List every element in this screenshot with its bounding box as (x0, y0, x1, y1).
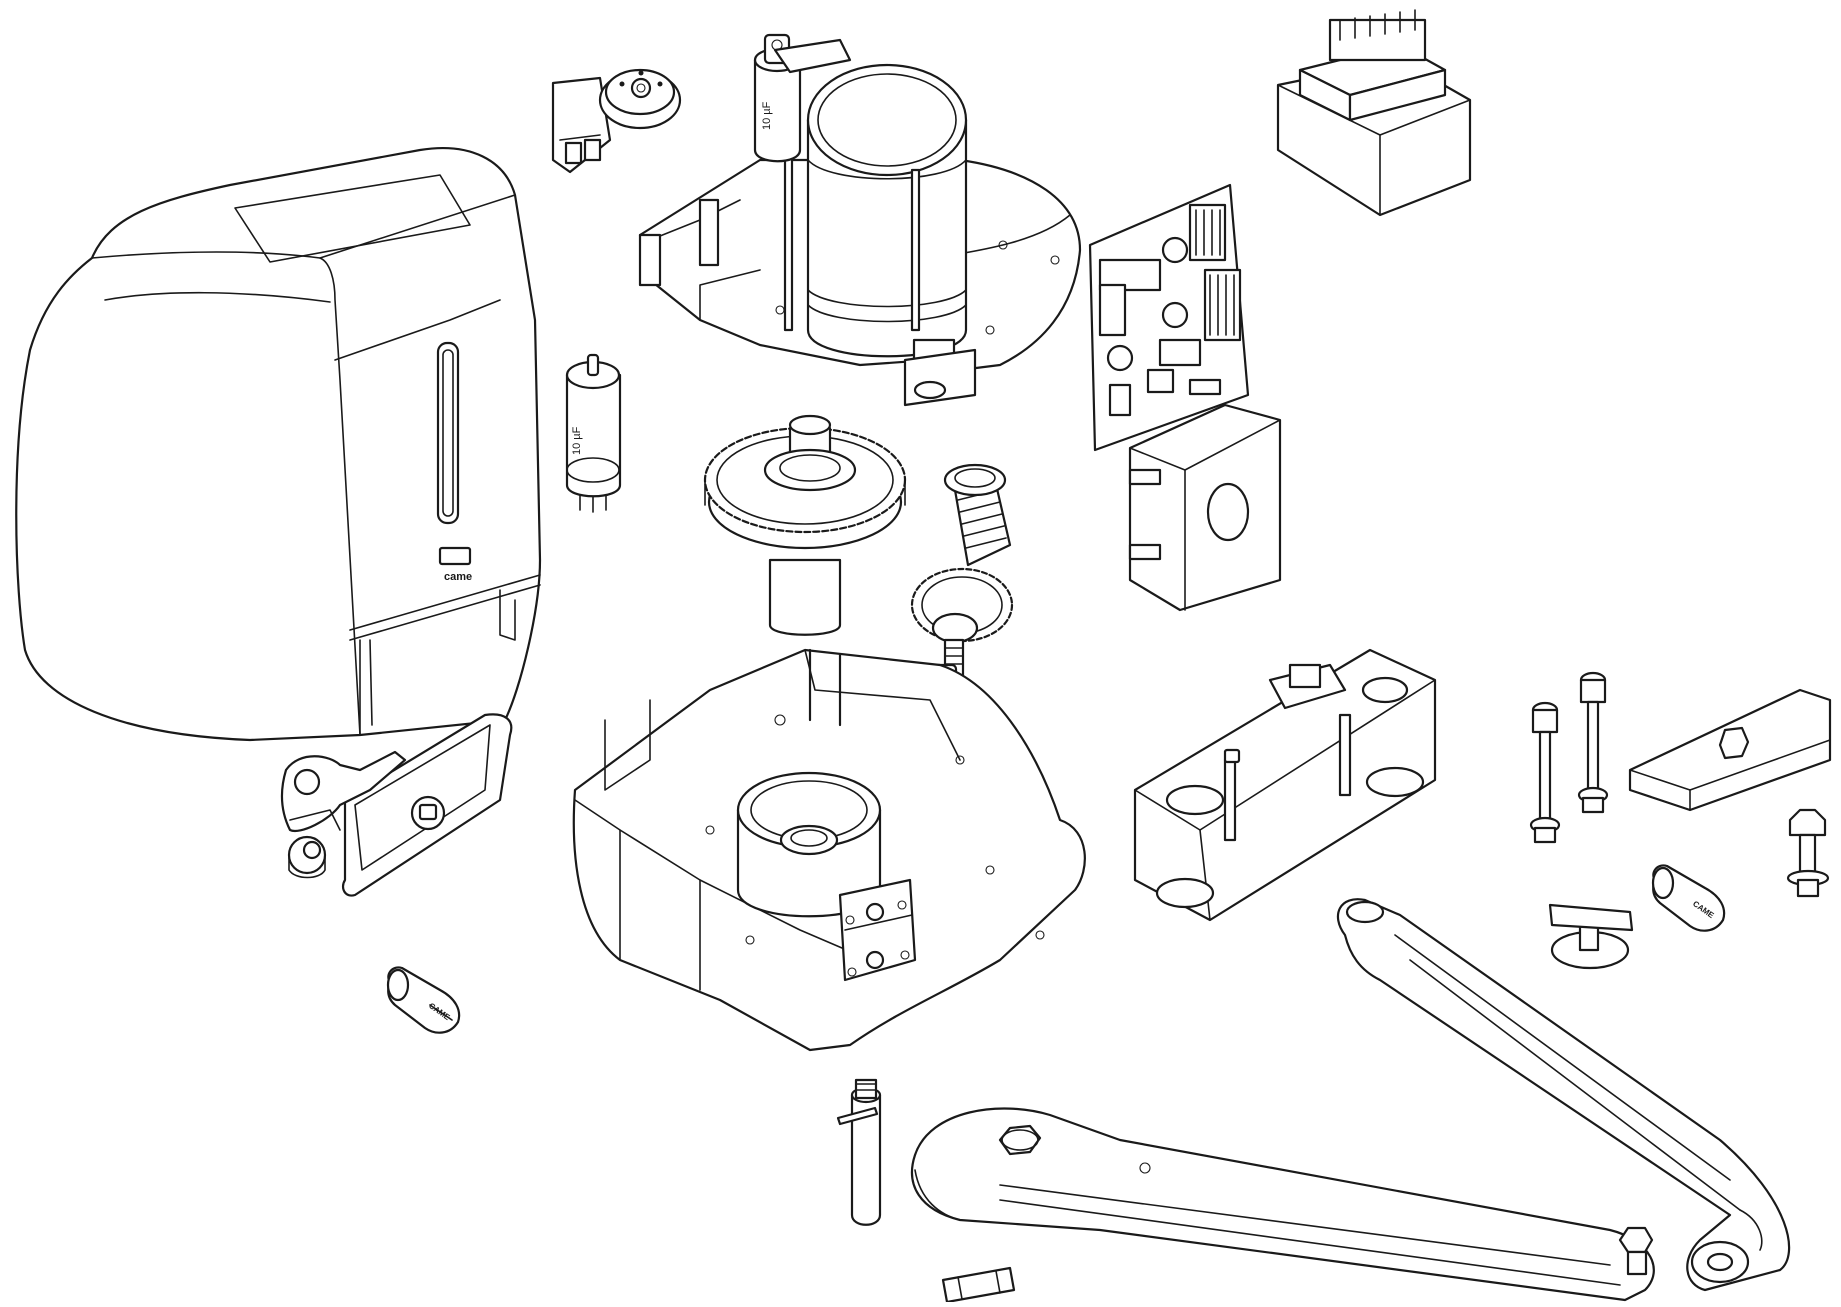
capacitor: 10 µF (565, 353, 622, 513)
cover-logo: came (438, 546, 472, 583)
output-gear (703, 414, 907, 636)
release-pin (836, 1078, 882, 1226)
motor-can (806, 118, 968, 358)
straight-arm (1336, 898, 1791, 1292)
transformer (1276, 9, 1472, 217)
cover-housing: came (15, 147, 542, 742)
release-lock-panel (280, 713, 513, 897)
gearbox-base (572, 648, 1086, 1052)
long-bolt-2 (1577, 671, 1609, 814)
worm-gear (910, 463, 1014, 685)
board-cover-box (1128, 403, 1282, 612)
control-board (1088, 183, 1250, 452)
stop-plate (1628, 688, 1832, 812)
gearmotor-assembly: 10 µF (638, 33, 1082, 407)
curved-arm (910, 1107, 1655, 1302)
cover-light-slot (436, 341, 460, 525)
hex-bolt (1786, 808, 1830, 898)
release-knob (1548, 903, 1634, 970)
long-bolt-1 (1529, 701, 1561, 844)
capacitor-label: 10 µF (571, 426, 583, 455)
fuse (941, 1266, 1016, 1304)
motor-capacitor (753, 58, 802, 163)
motor-capacitor-label: 10 µF (761, 101, 773, 130)
limit-switch (551, 68, 682, 174)
release-key-left: CAME (386, 966, 461, 1034)
mounting-bracket (1133, 648, 1437, 922)
release-key-right: CAME (1651, 864, 1726, 932)
cover-logo-text: came (444, 571, 472, 583)
